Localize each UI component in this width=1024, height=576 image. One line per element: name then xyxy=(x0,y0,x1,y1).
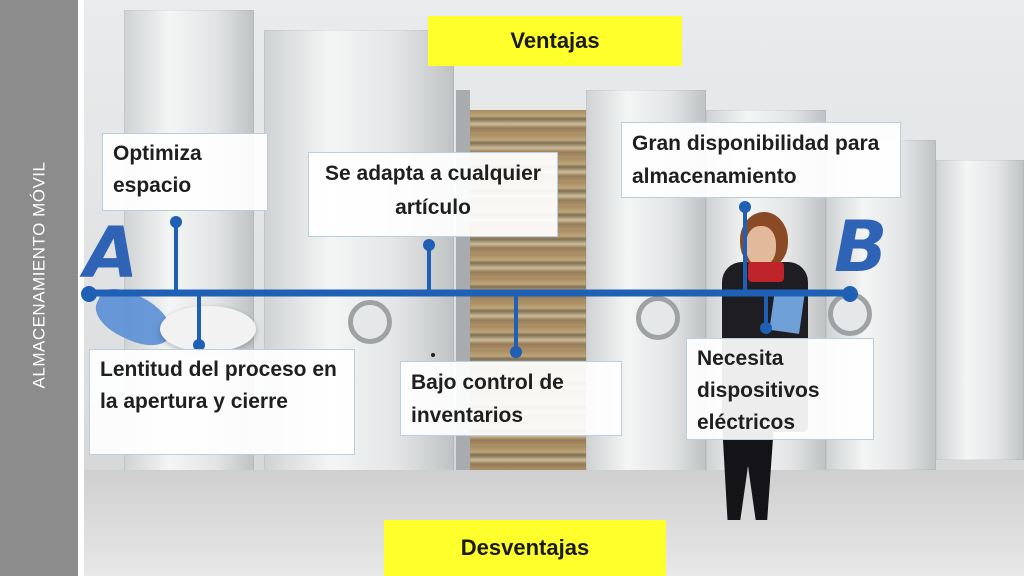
disadvantage-lentitud: Lentitud del proceso en la apertura y ci… xyxy=(89,349,355,455)
endpoint-b-label: B xyxy=(834,206,888,288)
woman-figure-scarf xyxy=(748,262,784,282)
advantage-gran-disponibilidad: Gran disponibilidad para almacenamiento xyxy=(621,122,901,198)
endpoint-a-label: A xyxy=(84,212,139,294)
connector-dot xyxy=(170,216,182,228)
advantages-header: Ventajas xyxy=(428,16,682,66)
shelf-wheel-handle xyxy=(636,296,680,340)
advantage-optimiza-espacio: Optimiza espacio xyxy=(102,133,268,211)
connector-dot xyxy=(739,201,751,213)
stray-dot xyxy=(431,353,435,357)
connector-dot xyxy=(193,339,205,351)
timeline-end-dot xyxy=(842,286,858,302)
shelf-wheel-handle xyxy=(348,300,392,344)
timeline-start-dot xyxy=(81,286,97,302)
disadvantage-bajo-control: Bajo control de inventarios xyxy=(400,361,622,436)
shelf-wheel-handle xyxy=(828,292,872,336)
connector-dot xyxy=(423,239,435,251)
connector-dot xyxy=(760,322,772,334)
connector-dot xyxy=(510,346,522,358)
disadvantages-header: Desventajas xyxy=(384,520,666,576)
hand-figure xyxy=(160,306,256,352)
shelf-unit xyxy=(936,160,1024,460)
woman-figure-face xyxy=(746,226,776,266)
side-band xyxy=(0,0,78,576)
advantage-se-adapta: Se adapta a cualquier artículo xyxy=(308,152,558,237)
disadvantage-necesita-dispositivos: Necesita dispositivos eléctricos xyxy=(686,338,874,440)
